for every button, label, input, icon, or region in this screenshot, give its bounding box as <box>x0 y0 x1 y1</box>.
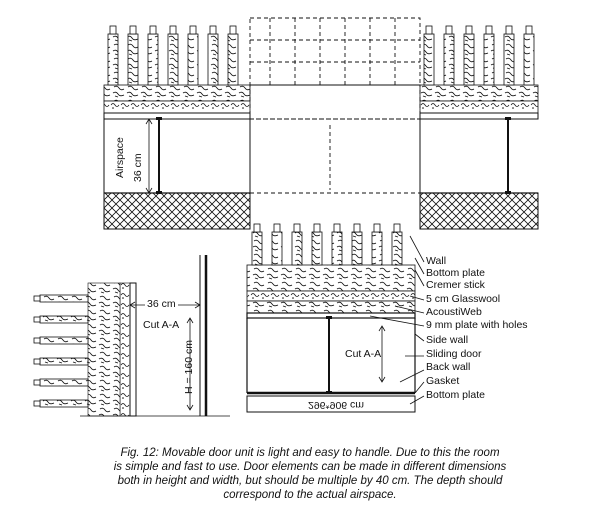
cremer-stick <box>311 223 323 266</box>
cremer-stick <box>127 25 139 86</box>
depth-label-left: 36 cm <box>145 298 178 310</box>
cremer-stick <box>227 25 239 86</box>
legend-label: 9 mm plate with holes <box>426 319 528 331</box>
legend-label: 5 cm Glasswool <box>426 293 501 305</box>
legend-label: Side wall <box>426 334 469 346</box>
width-dimension-label: 296*906 cm <box>308 399 365 411</box>
cremer-stick <box>371 223 383 266</box>
height-label: H = 160 cm <box>183 340 195 394</box>
cremer-stick <box>33 358 41 365</box>
legend-label: Bottom plate <box>426 267 485 279</box>
legend-label: AcoustiWeb <box>426 306 482 318</box>
figure-caption: Fig. 12: Movable door unit is light and … <box>40 446 580 502</box>
cremer-stick <box>207 25 219 86</box>
cremer-stick <box>39 336 89 345</box>
cremer-stick <box>291 223 303 266</box>
left-cut-section <box>80 255 230 417</box>
leader-lines <box>369 235 425 405</box>
cremer-stick <box>107 25 119 86</box>
cremer-stick <box>483 25 495 86</box>
caption-line: Fig. 12: Movable door unit is light and … <box>120 447 500 459</box>
cut-aa-center-label: Cut A-A <box>345 348 382 360</box>
cremer-stick <box>33 316 41 323</box>
cremer-stick <box>147 25 159 86</box>
cremer-stick <box>187 25 199 86</box>
cremer-stick <box>33 295 41 302</box>
cremer-stick <box>331 223 343 266</box>
caption-line: is simple and fast to use. Door elements… <box>113 461 507 473</box>
cremer-stick <box>39 294 89 303</box>
dashed-opening <box>249 17 421 228</box>
cremer-stick <box>39 315 89 324</box>
cremer-stick <box>271 223 283 266</box>
legend-label: Cremer stick <box>426 279 485 291</box>
legend-label: Gasket <box>426 375 460 387</box>
bottom-door-unit <box>246 264 416 413</box>
cut-aa-left-label: Cut A-A <box>143 319 180 331</box>
depth-label-top: 36 cm <box>132 153 144 182</box>
cremer-stick <box>33 337 41 344</box>
caption-line: both in height and width, but should be … <box>117 475 503 487</box>
cremer-stick <box>39 399 89 408</box>
cremer-stick <box>167 25 179 86</box>
cremer-stick <box>523 25 535 86</box>
top-right-section <box>419 84 539 230</box>
cremer-stick <box>503 25 515 86</box>
cremer-stick <box>33 379 41 386</box>
cremer-stick <box>39 378 89 387</box>
cremer-stick <box>251 223 263 266</box>
airspace-label: Airspace <box>114 137 126 178</box>
legend-label: Back wall <box>426 361 471 373</box>
cremer-stick <box>33 400 41 407</box>
legend-label: Sliding door <box>426 348 482 360</box>
cremer-stick <box>443 25 455 86</box>
cremer-stick <box>39 357 89 366</box>
legend-label: Bottom plate <box>426 389 485 401</box>
cremer-stick <box>351 223 363 266</box>
cremer-stick <box>463 25 475 86</box>
caption-line: correspond to the actual airspace. <box>223 489 397 501</box>
cremer-stick <box>391 223 403 266</box>
legend-label: Wall <box>426 255 447 267</box>
cremer-stick <box>423 25 435 86</box>
